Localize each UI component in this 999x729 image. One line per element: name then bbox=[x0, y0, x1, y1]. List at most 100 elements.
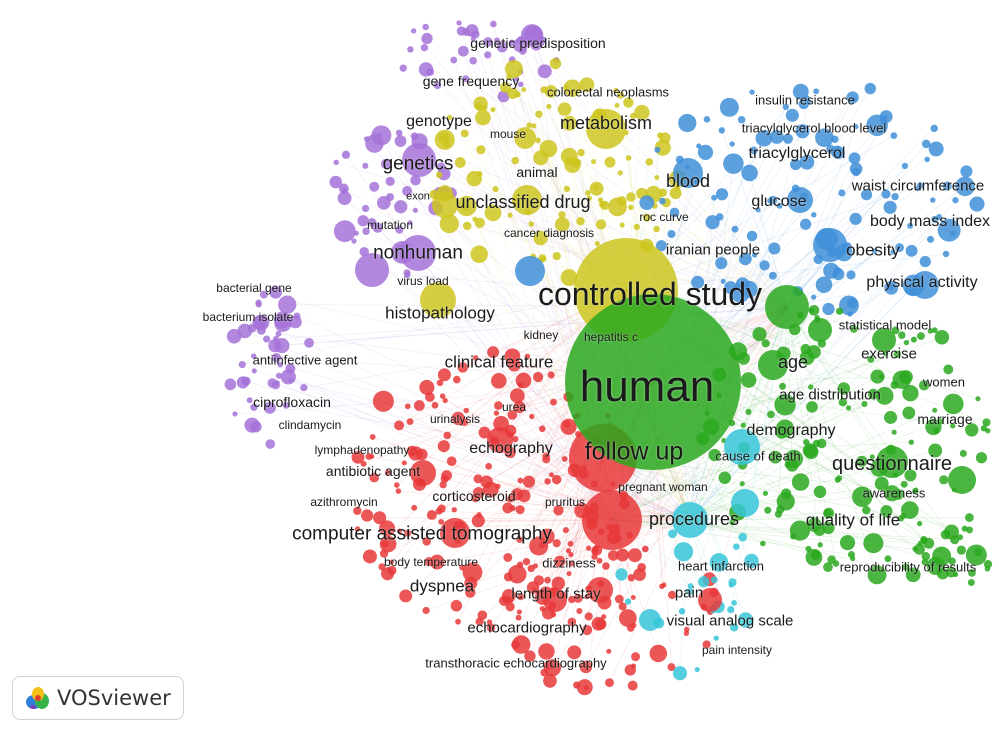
network-node-red[interactable] bbox=[493, 410, 500, 416]
network-node-purple[interactable] bbox=[255, 299, 262, 306]
keyword-label-gene-frequency[interactable]: gene frequency bbox=[422, 73, 520, 89]
network-node-green[interactable] bbox=[900, 512, 907, 520]
network-node-yellow[interactable] bbox=[557, 102, 572, 116]
network-node-red[interactable] bbox=[360, 460, 367, 467]
network-node-blue[interactable] bbox=[813, 228, 847, 262]
network-node-blue[interactable] bbox=[884, 280, 899, 295]
network-node-red[interactable] bbox=[563, 420, 571, 429]
network-node-yellow[interactable] bbox=[454, 156, 466, 168]
network-node-red[interactable] bbox=[538, 643, 555, 660]
network-node-blue[interactable] bbox=[916, 182, 924, 189]
network-node-green[interactable] bbox=[708, 448, 721, 462]
network-node-blue[interactable] bbox=[751, 252, 758, 258]
network-node-blue[interactable] bbox=[830, 145, 844, 159]
keyword-label-genetic-predisposition[interactable]: genetic predisposition bbox=[470, 35, 606, 51]
network-node-cyan[interactable] bbox=[673, 542, 694, 562]
node-layer[interactable] bbox=[224, 20, 993, 696]
network-node-red[interactable] bbox=[524, 353, 531, 360]
network-node-red[interactable] bbox=[544, 576, 551, 584]
network-node-red[interactable] bbox=[422, 537, 431, 546]
network-node-yellow[interactable] bbox=[617, 196, 627, 206]
network-node-green[interactable] bbox=[884, 555, 892, 563]
network-node-blue[interactable] bbox=[787, 187, 813, 213]
network-node-green[interactable] bbox=[761, 339, 770, 348]
keyword-label-exercise[interactable]: exercise bbox=[861, 345, 917, 363]
keyword-label-roc-curve[interactable]: roc curve bbox=[639, 210, 689, 224]
network-node-green[interactable] bbox=[800, 343, 811, 355]
network-node-yellow[interactable] bbox=[434, 129, 455, 150]
network-node-red[interactable] bbox=[507, 410, 518, 420]
network-node-blue[interactable] bbox=[673, 158, 703, 188]
keyword-label-follow-up[interactable]: follow up bbox=[584, 437, 684, 466]
network-node-purple[interactable] bbox=[329, 175, 343, 189]
network-node-yellow[interactable] bbox=[554, 217, 570, 232]
network-node-blue[interactable] bbox=[846, 270, 856, 280]
network-node-red[interactable] bbox=[516, 609, 522, 615]
network-node-red[interactable] bbox=[464, 576, 478, 590]
network-node-cyan[interactable] bbox=[687, 583, 694, 589]
network-node-red[interactable] bbox=[457, 362, 469, 373]
keyword-label-glucose[interactable]: glucose bbox=[751, 193, 807, 210]
network-node-red[interactable] bbox=[436, 379, 444, 387]
network-node-purple[interactable] bbox=[265, 439, 276, 449]
network-node-red[interactable] bbox=[544, 478, 551, 485]
network-node-purple[interactable] bbox=[412, 207, 418, 213]
network-node-green[interactable] bbox=[940, 529, 951, 540]
network-node-yellow[interactable] bbox=[481, 105, 488, 111]
network-node-cyan[interactable] bbox=[731, 489, 759, 517]
network-node-blue[interactable] bbox=[767, 198, 773, 204]
network-node-red[interactable] bbox=[502, 502, 514, 514]
network-node-blue[interactable] bbox=[815, 276, 833, 293]
network-node-red[interactable] bbox=[379, 520, 396, 537]
network-node-green[interactable] bbox=[884, 410, 898, 424]
network-node-red[interactable] bbox=[606, 648, 612, 654]
network-node-blue[interactable] bbox=[811, 212, 817, 218]
network-node-purple[interactable] bbox=[508, 39, 516, 47]
network-node-green[interactable] bbox=[891, 326, 900, 335]
network-node-green[interactable] bbox=[948, 557, 956, 565]
network-node-green[interactable] bbox=[882, 350, 889, 357]
network-node-blue[interactable] bbox=[931, 215, 939, 223]
network-node-red[interactable] bbox=[369, 472, 380, 483]
network-node-red[interactable] bbox=[443, 431, 452, 440]
network-node-purple[interactable] bbox=[494, 37, 500, 44]
network-node-red[interactable] bbox=[505, 602, 515, 612]
network-node-blue[interactable] bbox=[849, 212, 862, 225]
network-node-blue[interactable] bbox=[849, 162, 863, 176]
network-node-green[interactable] bbox=[966, 526, 973, 534]
network-node-purple[interactable] bbox=[394, 135, 407, 147]
network-node-green[interactable] bbox=[805, 548, 823, 566]
network-node-cyan[interactable] bbox=[624, 598, 632, 605]
network-node-purple[interactable] bbox=[394, 200, 408, 214]
network-node-purple[interactable] bbox=[407, 46, 414, 53]
network-node-green[interactable] bbox=[921, 552, 931, 561]
network-node-green[interactable] bbox=[872, 328, 896, 352]
network-node-red[interactable] bbox=[627, 680, 638, 691]
network-node-red[interactable] bbox=[543, 588, 567, 612]
network-node-purple[interactable] bbox=[361, 204, 370, 213]
network-node-purple[interactable] bbox=[426, 68, 435, 76]
network-node-purple[interactable] bbox=[450, 56, 458, 64]
network-node-blue[interactable] bbox=[755, 129, 773, 147]
network-node-red[interactable] bbox=[517, 489, 531, 503]
network-node-blue[interactable] bbox=[926, 235, 935, 243]
network-node-purple[interactable] bbox=[407, 220, 413, 226]
network-node-green[interactable] bbox=[856, 455, 868, 467]
network-node-red[interactable] bbox=[408, 446, 423, 461]
network-node-red[interactable] bbox=[440, 518, 470, 548]
keyword-label-exon[interactable]: exon bbox=[406, 190, 430, 203]
network-node-yellow[interactable] bbox=[476, 145, 486, 155]
keyword-label-pruritus[interactable]: pruritus bbox=[544, 495, 586, 509]
network-node-yellow[interactable] bbox=[614, 102, 620, 108]
network-node-red[interactable] bbox=[565, 548, 571, 554]
network-node-green[interactable] bbox=[975, 396, 981, 402]
keyword-label-cause-of-death[interactable]: cause of death bbox=[715, 448, 801, 464]
network-node-blue[interactable] bbox=[795, 124, 810, 139]
network-node-purple[interactable] bbox=[420, 44, 429, 52]
network-node-green[interactable] bbox=[813, 485, 827, 499]
network-node-blue[interactable] bbox=[768, 242, 781, 255]
network-node-red[interactable] bbox=[394, 482, 400, 488]
network-node-yellow[interactable] bbox=[586, 195, 592, 201]
network-node-yellow[interactable] bbox=[535, 137, 541, 144]
keyword-label-age[interactable]: age bbox=[777, 352, 809, 372]
